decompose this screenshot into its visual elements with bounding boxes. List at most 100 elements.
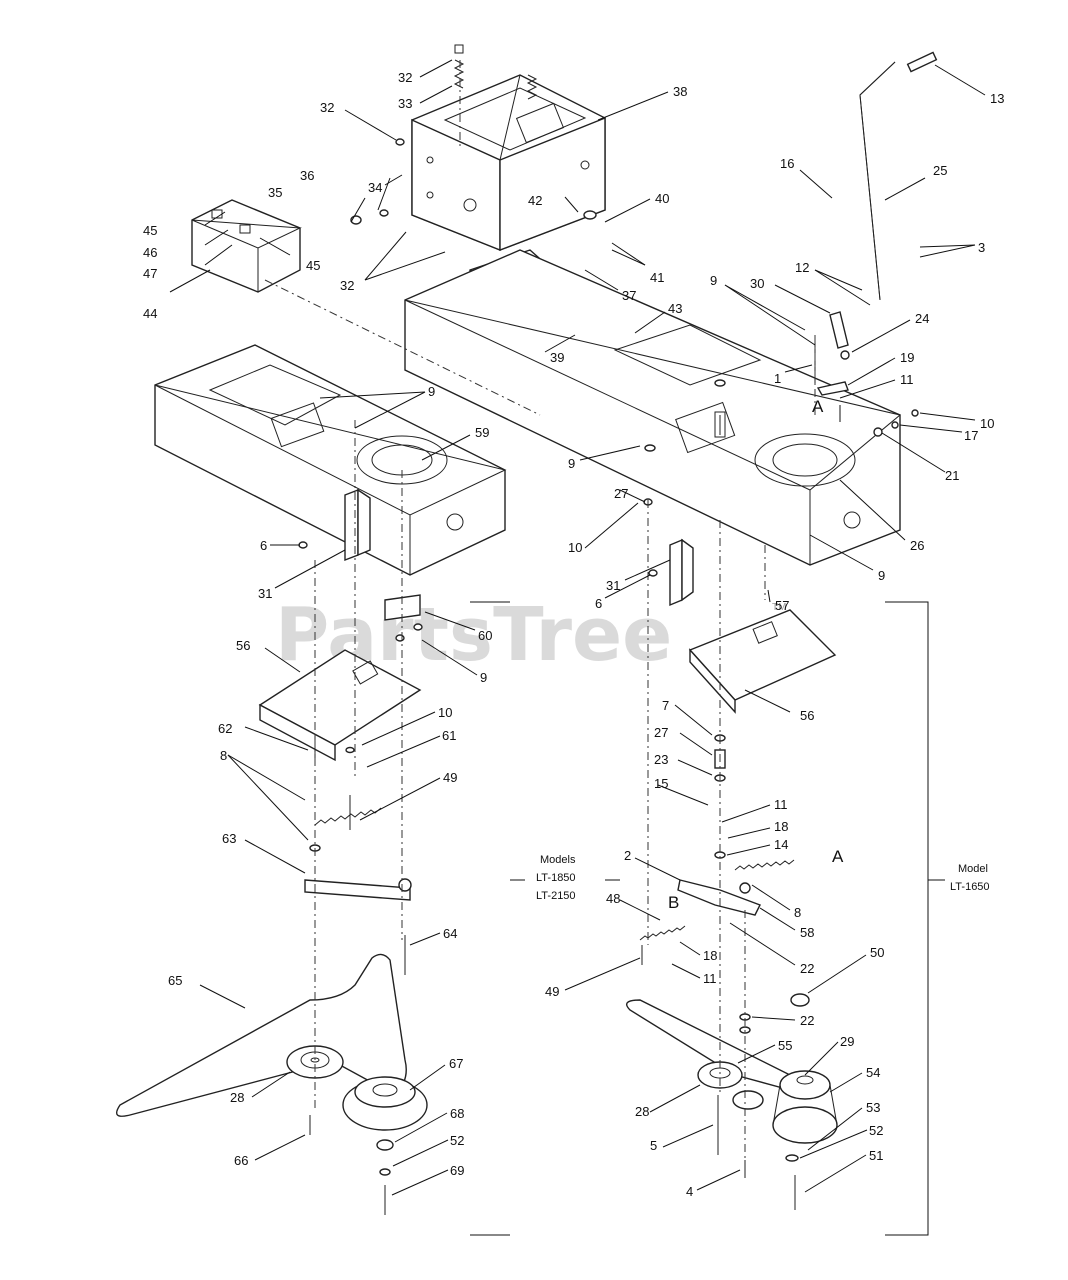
models-left-line1: LT-1850 xyxy=(536,872,576,884)
part-label: 60 xyxy=(478,628,492,643)
part-label: 53 xyxy=(866,1100,880,1115)
part-label: 22 xyxy=(800,961,814,976)
part-label: 39 xyxy=(550,350,564,365)
part-label: 15 xyxy=(654,776,668,791)
part-label: 62 xyxy=(218,721,232,736)
belt-65 xyxy=(116,953,407,1117)
part-label: 45 xyxy=(143,223,157,238)
part-label: 43 xyxy=(668,301,682,316)
spring-48 xyxy=(639,925,686,941)
callout-a-right: A xyxy=(832,847,844,866)
part-label: 9 xyxy=(878,568,885,583)
part-label: 8 xyxy=(220,748,227,763)
part-label: 66 xyxy=(234,1153,248,1168)
part-label: 5 xyxy=(650,1138,657,1153)
part-label: 58 xyxy=(800,925,814,940)
part-label: 67 xyxy=(449,1056,463,1071)
part-label: 68 xyxy=(450,1106,464,1121)
part-label: 52 xyxy=(869,1123,883,1138)
part-label: 44 xyxy=(143,306,157,321)
part-label: 50 xyxy=(870,945,884,960)
part-label: 49 xyxy=(545,984,559,999)
part-label: 1 xyxy=(774,371,781,386)
part-label: 27 xyxy=(654,725,668,740)
part-label: 9 xyxy=(710,273,717,288)
springs-33 xyxy=(453,44,538,100)
bracket-60 xyxy=(384,594,421,621)
bracket-31-right xyxy=(669,538,694,607)
callout-a-top: A xyxy=(812,397,824,416)
part-label: 69 xyxy=(450,1163,464,1178)
frame-right xyxy=(404,249,902,566)
part-labels: 32 33 32 38 13 36 34 35 16 25 42 40 45 4… xyxy=(143,70,1004,1199)
part-label: 36 xyxy=(300,168,314,183)
model-right-label: Model LT-1650 xyxy=(950,863,990,893)
battery xyxy=(191,199,302,293)
models-left-heading: Models xyxy=(540,854,576,866)
part-label: 24 xyxy=(915,311,929,326)
bolts xyxy=(309,735,796,1215)
part-label: 49 xyxy=(443,770,457,785)
part-label: 10 xyxy=(568,540,582,555)
part-label: 55 xyxy=(778,1038,792,1053)
part-label: 7 xyxy=(662,698,669,713)
part-label: 59 xyxy=(475,425,489,440)
part-label: 65 xyxy=(168,973,182,988)
part-label: 12 xyxy=(795,260,809,275)
plate-56-left xyxy=(258,649,422,762)
idler-arm-58 xyxy=(677,879,761,916)
part-label: 6 xyxy=(595,596,602,611)
leader-lines xyxy=(169,59,986,1196)
pulley-55 xyxy=(732,1090,764,1110)
idler-arm-63 xyxy=(304,878,412,901)
part-label: 25 xyxy=(933,163,947,178)
part-label: 54 xyxy=(866,1065,880,1080)
part-label: 30 xyxy=(750,276,764,291)
part-label: 10 xyxy=(438,705,452,720)
callout-b: B xyxy=(668,893,679,912)
pulley-54 xyxy=(772,1070,838,1144)
clutch-67 xyxy=(342,1076,428,1151)
part-label: 27 xyxy=(614,486,628,501)
models-left-line2: LT-2150 xyxy=(536,890,576,902)
part-label: 22 xyxy=(800,1013,814,1028)
part-label: 28 xyxy=(230,1090,244,1105)
plate-56-right xyxy=(688,609,837,714)
battery-bracket xyxy=(411,74,606,252)
part-label: 6 xyxy=(260,538,267,553)
spring-14 xyxy=(734,859,795,871)
part-label: 41 xyxy=(650,270,664,285)
part-label: 13 xyxy=(990,91,1004,106)
part-label: 38 xyxy=(673,84,687,99)
part-label: 11 xyxy=(703,971,717,986)
part-label: 31 xyxy=(606,578,620,593)
part-label: 51 xyxy=(869,1148,883,1163)
part-label: 52 xyxy=(450,1133,464,1148)
part-label: 31 xyxy=(258,586,272,601)
part-label: 57 xyxy=(775,598,789,613)
construction-lines xyxy=(264,60,816,1160)
part-label: 9 xyxy=(428,384,435,399)
part-label: 10 xyxy=(980,416,994,431)
part-label: 8 xyxy=(794,905,801,920)
part-label: 48 xyxy=(606,891,620,906)
part-label: 45 xyxy=(306,258,320,273)
part-label: 33 xyxy=(398,96,412,111)
part-label: 32 xyxy=(320,100,334,115)
part-label: 37 xyxy=(622,288,636,303)
part-label: 64 xyxy=(443,926,457,941)
part-label: 56 xyxy=(800,708,814,723)
part-label: 18 xyxy=(774,819,788,834)
model-dividers xyxy=(470,601,945,1236)
linkage-right xyxy=(814,311,919,437)
part-label: 17 xyxy=(964,428,978,443)
part-label: 2 xyxy=(624,848,631,863)
part-label: 4 xyxy=(686,1184,693,1199)
frame-left xyxy=(154,344,507,576)
part-label: 28 xyxy=(635,1104,649,1119)
bracket-31-left xyxy=(344,488,371,562)
model-right-heading: Model xyxy=(958,863,988,875)
part-label: 9 xyxy=(480,670,487,685)
part-label: 47 xyxy=(143,266,157,281)
